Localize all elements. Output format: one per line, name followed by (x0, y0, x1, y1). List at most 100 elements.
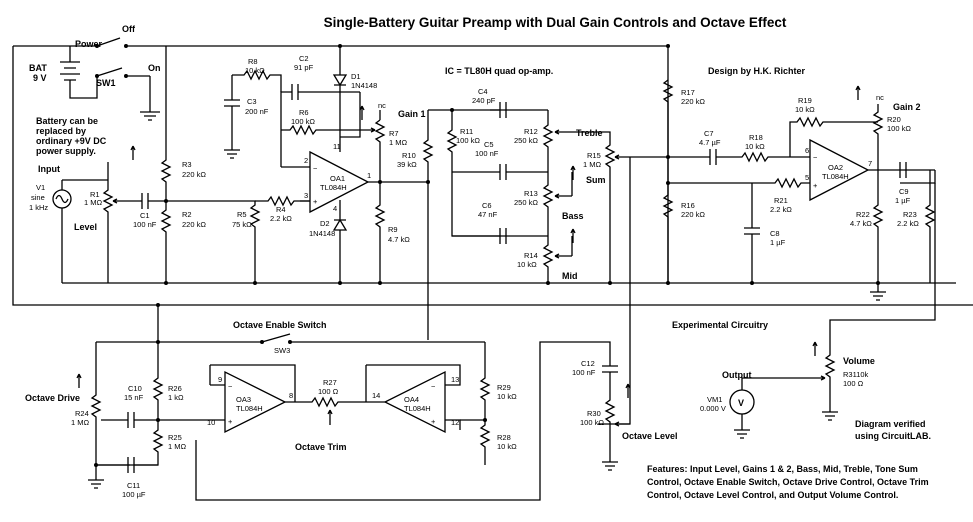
r12-name: R12 (524, 127, 538, 136)
nc-label-2: nc (876, 93, 884, 102)
sw3-label: SW3 (274, 346, 290, 355)
r8-value: 10 kΩ (245, 66, 265, 75)
oa2-part: TL084H (822, 172, 849, 181)
r19-name: R19 (798, 96, 812, 105)
oa1-pin-out: 1 (367, 171, 371, 180)
oa4-pin-out: 14 (372, 391, 380, 400)
r18-name: R18 (749, 133, 763, 142)
treble-label[interactable]: Treble (576, 128, 603, 138)
octave-enable-switch[interactable] (96, 333, 428, 344)
r1-value: 1 MΩ (84, 198, 103, 207)
r10 (422, 110, 434, 340)
vm1-name: VM1 (707, 395, 722, 404)
up-arrow (359, 105, 365, 120)
input-source (52, 179, 108, 283)
c3-value: 200 nF (245, 107, 269, 116)
power-switch[interactable] (95, 37, 151, 112)
r12-value: 250 kΩ (514, 136, 538, 145)
up-arrow (130, 145, 136, 160)
level-label: Level (74, 222, 97, 232)
r10-name: R10 (402, 151, 416, 160)
r18-value: 10 kΩ (745, 142, 765, 151)
oa3-pin-out: 8 (289, 391, 293, 400)
op-amp-oa4 (365, 341, 491, 465)
features-line-1: Features: Input Level, Gains 1 & 2, Bass… (647, 464, 918, 474)
c9-name: C9 (899, 187, 909, 196)
voltmeter: V (729, 389, 755, 439)
ground-symbol (140, 111, 160, 121)
r3110-name: R3110k (843, 370, 869, 379)
octave-trim-pot[interactable] (308, 396, 366, 425)
oa1-pin-g: 4 (333, 204, 337, 213)
r21-value: 2.2 kΩ (770, 205, 792, 214)
oa4-part: TL084H (404, 404, 431, 413)
r20-value: 100 kΩ (887, 124, 911, 133)
r5-value: 75 kΩ (232, 220, 252, 229)
c1-name: C1 (140, 211, 150, 220)
octave-input (88, 305, 210, 489)
r7-name: R7 (389, 129, 399, 138)
c8-name: C8 (770, 229, 780, 238)
mid-label[interactable]: Mid (562, 271, 578, 281)
bass-label[interactable]: Bass (562, 211, 584, 221)
oa3-name: OA3 (236, 395, 251, 404)
r30-value: 100 kΩ (580, 418, 604, 427)
power-label: Power (75, 39, 103, 49)
up-arrow (855, 85, 861, 100)
c11-name: C11 (127, 481, 140, 490)
off-label: Off (122, 24, 136, 34)
r14-name: R14 (524, 251, 538, 260)
r28-value: 10 kΩ (497, 442, 517, 451)
r11-name: R11 (460, 127, 473, 136)
r26-value: 1 kΩ (168, 393, 184, 402)
oa2-pin-in: 6 (805, 146, 809, 155)
gain1-label: Gain 1 (398, 109, 426, 119)
oa2-pin-out: 7 (868, 159, 872, 168)
oa2-pin-nin: 5 (805, 173, 809, 182)
battery (60, 46, 98, 99)
battery-note-3: ordinary +9V DC (36, 136, 107, 146)
octave-level-pot[interactable] (602, 360, 630, 471)
r11-value: 100 kΩ (456, 136, 480, 145)
junction-dots (94, 44, 880, 467)
gain1-pot[interactable] (340, 92, 386, 283)
r15-value: 1 MΩ (583, 160, 602, 169)
r2-name: R2 (182, 210, 192, 219)
svg-text:V: V (738, 398, 744, 408)
c10-name: C10 (128, 384, 142, 393)
r29-value: 10 kΩ (497, 392, 517, 401)
features-line-2: Control, Octave Enable Switch, Octave Dr… (647, 477, 929, 487)
level-pot[interactable] (102, 162, 122, 283)
gain2-pot[interactable] (870, 104, 886, 301)
r23-value: 2.2 kΩ (897, 219, 919, 228)
verified-line-1: Diagram verified (855, 419, 926, 429)
battery-note-2: replaced by (36, 126, 86, 136)
supply-rail (12, 45, 973, 306)
octave-drive-label[interactable]: Octave Drive (25, 393, 80, 403)
oa1-part: TL084H (320, 183, 347, 192)
v1-name: V1 (36, 183, 45, 192)
experimental-label: Experimental Circuitry (672, 320, 768, 330)
r17-name: R17 (681, 88, 695, 97)
r27-value: 100 Ω (318, 387, 339, 396)
c9-value: 1 µF (895, 196, 911, 205)
r4-name: R4 (276, 205, 286, 214)
octave-feed-wire (195, 341, 611, 501)
volume-label: Volume (843, 356, 875, 366)
r24-value: 1 MΩ (71, 418, 90, 427)
r3110-value: 100 Ω (843, 379, 864, 388)
designer-credit: Design by H.K. Richter (708, 66, 806, 76)
c5-value: 100 nF (475, 149, 499, 158)
r28-name: R28 (497, 433, 511, 442)
oa1-pin-in: 2 (304, 156, 308, 165)
oa3-part: TL084H (236, 404, 263, 413)
r13-name: R13 (524, 189, 538, 198)
oa3-pin-nin: 10 (207, 418, 215, 427)
volume-pot[interactable] (741, 183, 936, 421)
d2-name: D2 (320, 219, 330, 228)
battery-note-1: Battery can be (36, 116, 98, 126)
bat-value: 9 V (33, 73, 47, 83)
oa4-pin-in: 13 (451, 375, 459, 384)
c7-value: 4.7 µF (699, 138, 721, 147)
c11-value: 100 µF (122, 490, 146, 499)
